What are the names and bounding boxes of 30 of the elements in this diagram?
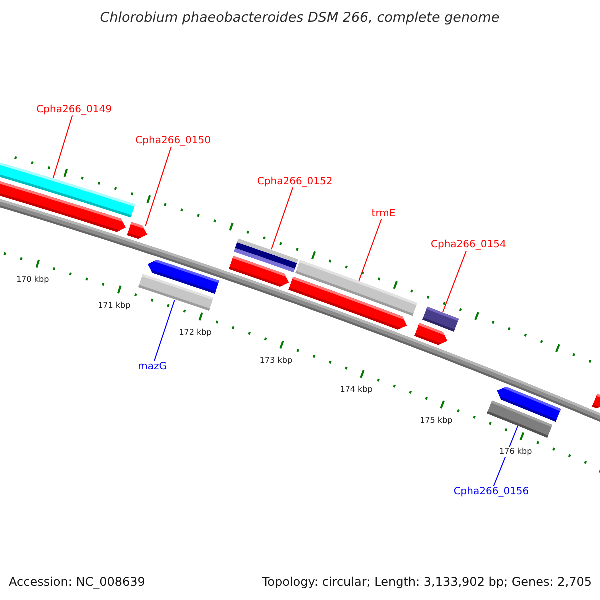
kbp-label: 175 kbp — [420, 416, 453, 426]
gene-label: mazG — [138, 361, 168, 372]
title: Chlorobium phaeobacteroides DSM 266, complete genome — [100, 10, 500, 26]
gene-label: Cpha266_0152 — [257, 176, 333, 188]
gene-label: Cpha266_0150 — [136, 136, 212, 147]
kbp-label: 176 kbp — [500, 447, 532, 458]
gene-bar — [234, 238, 298, 273]
kbp-label: 170 kbp — [16, 275, 50, 286]
pointed-gene-bar — [288, 276, 408, 330]
kbp-label: 174 kbp — [340, 385, 373, 396]
leader-line — [145, 146, 172, 227]
kbp-label: 171 kbp — [98, 300, 131, 311]
gene-label: Cpha266_0154 — [430, 240, 506, 251]
pointed-gene-bar — [592, 394, 600, 409]
gene-bar — [487, 400, 553, 438]
gene-label: Cpha266_0149 — [36, 104, 112, 116]
pointed-gene-bar — [127, 222, 148, 240]
leader-line — [52, 115, 74, 179]
gene-label: Cpha266_0156 — [454, 486, 530, 498]
gene-label: trmE — [372, 208, 396, 220]
genome-stats-text: Topology: circular; Length: 3,133,902 bp; Genes: 2,705 — [262, 575, 592, 589]
leader-line — [154, 300, 176, 362]
kbp-label: 172 kbp — [179, 328, 212, 338]
pointed-gene-bar — [0, 180, 126, 232]
leader-line — [442, 250, 467, 313]
gene-bar — [422, 306, 460, 332]
accession-text: Accession: NC_008639 — [9, 575, 146, 589]
leader-line — [358, 218, 382, 282]
gene-bar — [138, 274, 214, 312]
kbp-label: 173 kbp — [260, 356, 293, 366]
